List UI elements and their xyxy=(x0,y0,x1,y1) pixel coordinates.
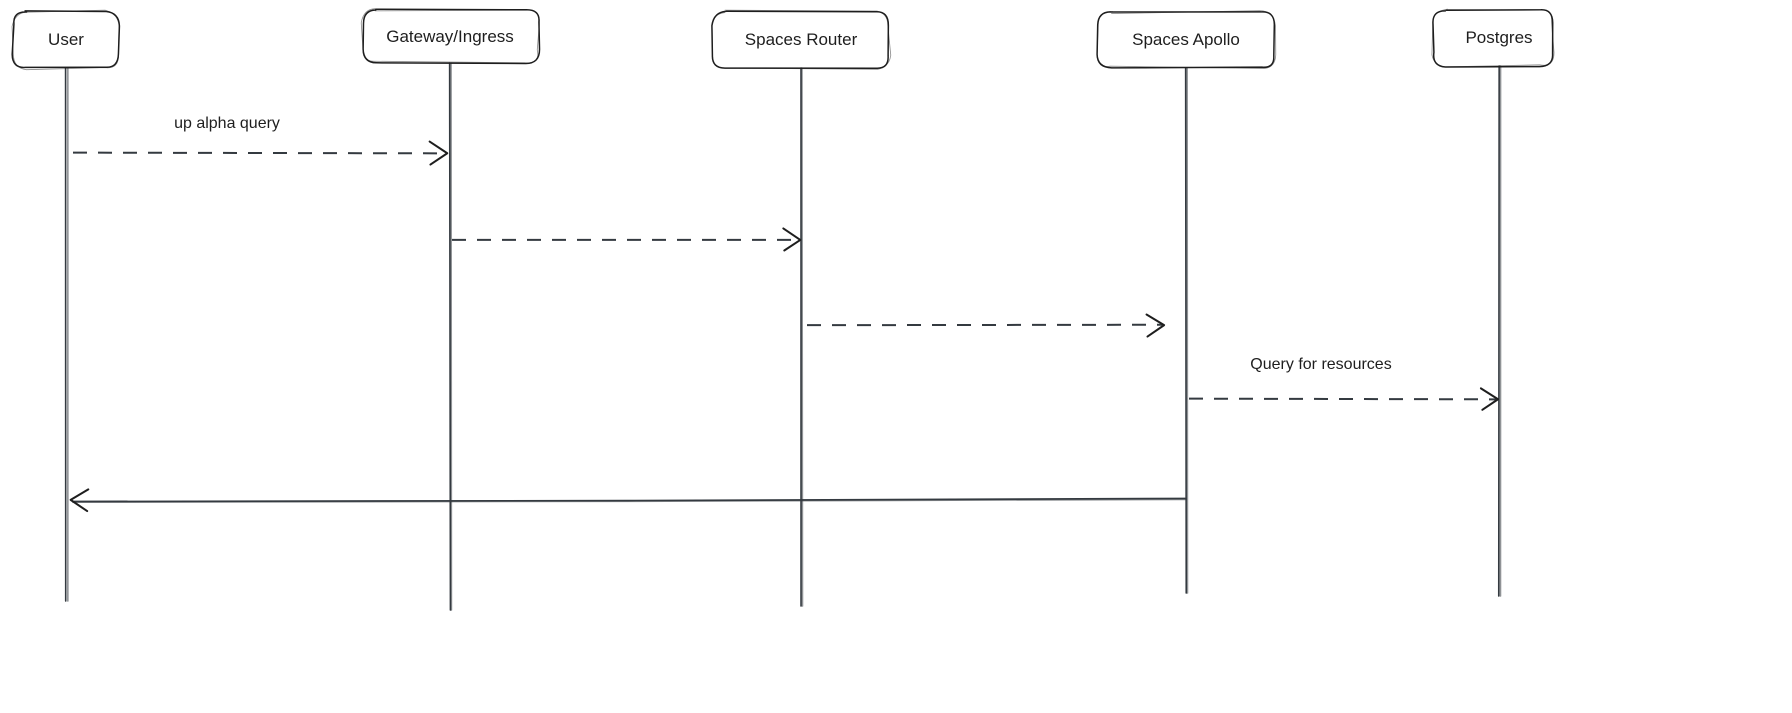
actor-box-user[interactable] xyxy=(11,10,121,69)
arrowhead-m5 xyxy=(69,488,90,513)
actor-box-gateway[interactable] xyxy=(360,8,540,64)
lifeline-spaces-router xyxy=(801,67,804,607)
lifeline-gateway xyxy=(450,62,453,611)
arrowhead-m2 xyxy=(782,227,802,252)
actor-box-spaces-apollo[interactable] xyxy=(1096,10,1277,69)
actor-box-postgres[interactable] xyxy=(1431,8,1555,68)
messages-group xyxy=(69,140,1500,513)
actor-box-spaces-apollo[interactable] xyxy=(1096,11,1276,69)
actor-box-gateway[interactable] xyxy=(362,8,541,65)
message-line-m4[interactable] xyxy=(1188,397,1497,401)
arrowhead-m3 xyxy=(1145,313,1166,338)
message-line-shadow-m5 xyxy=(72,498,1187,504)
message-label-m4[interactable]: Query for resources xyxy=(1250,356,1392,373)
actor-box-spaces-router[interactable] xyxy=(711,10,890,69)
lifeline-gateway xyxy=(448,62,452,611)
arrowhead-m4 xyxy=(1479,387,1500,411)
message-line-m1[interactable] xyxy=(72,151,446,155)
actor-box-postgres[interactable] xyxy=(1432,9,1554,68)
arrowhead-m1 xyxy=(428,140,449,166)
lifeline-spaces-apollo xyxy=(1184,67,1188,594)
lifelines-group xyxy=(64,62,1502,611)
message-label-m1[interactable]: up alpha query xyxy=(174,115,280,132)
actor-boxes-group xyxy=(11,8,1555,71)
lifeline-spaces-apollo xyxy=(1186,67,1189,594)
actor-box-user[interactable] xyxy=(11,9,120,71)
actor-box-spaces-router[interactable] xyxy=(711,9,892,70)
